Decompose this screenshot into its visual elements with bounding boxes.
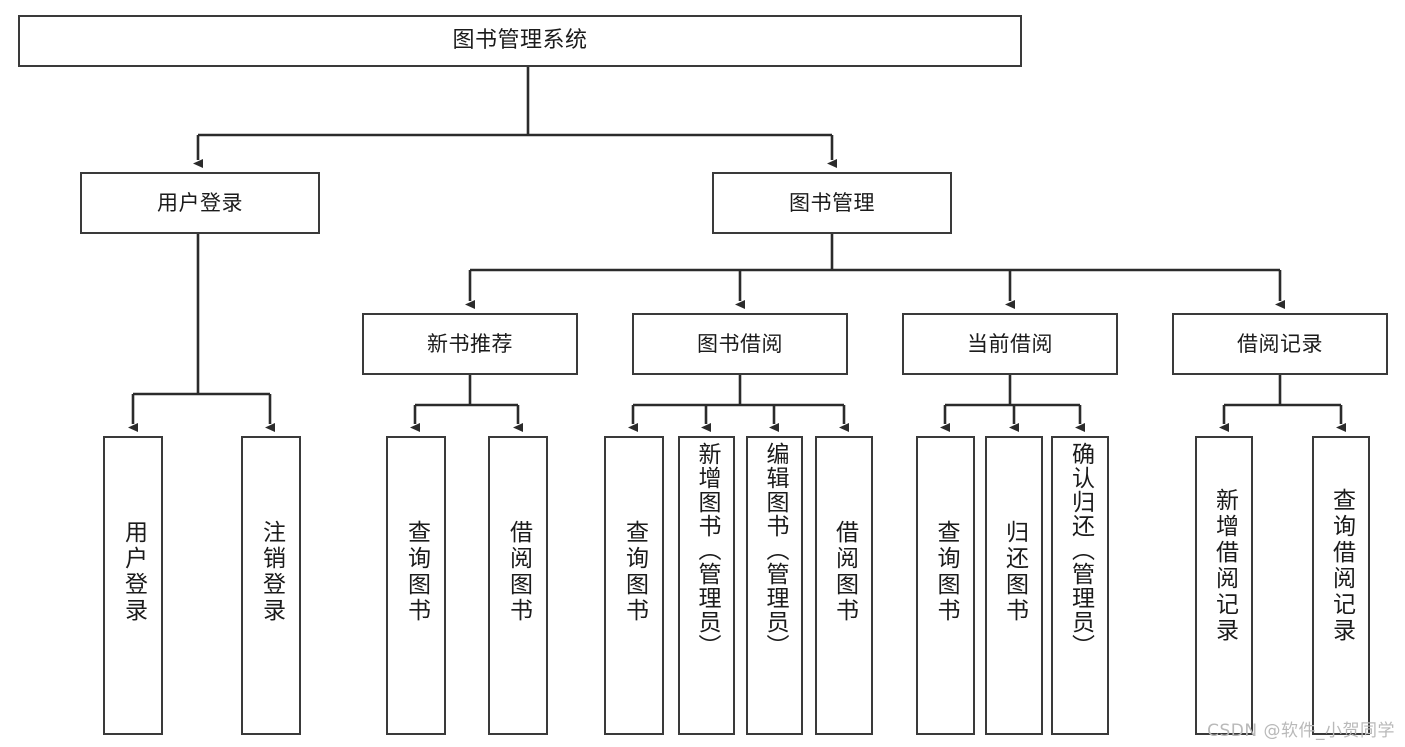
leaf-query-book-1[interactable]: 查询图书 — [386, 436, 446, 735]
leaf-confirm-return-admin[interactable]: 确认归还（管理员） — [1051, 436, 1109, 735]
node-label: 新增借阅记录 — [1211, 488, 1238, 644]
node-label: 查询图书 — [403, 520, 430, 624]
node-current-borrow[interactable]: 当前借阅 — [902, 313, 1118, 375]
leaf-add-borrow-record[interactable]: 新增借阅记录 — [1195, 436, 1253, 735]
node-label: 查询借阅记录 — [1328, 488, 1355, 644]
leaf-query-book-3[interactable]: 查询图书 — [916, 436, 975, 735]
node-label: 新书推荐 — [427, 331, 513, 356]
node-label: 借阅记录 — [1237, 331, 1323, 356]
leaf-borrow-book-2[interactable]: 借阅图书 — [815, 436, 873, 735]
leaf-edit-book-admin[interactable]: 编辑图书（管理员） — [746, 436, 803, 735]
leaf-return-book[interactable]: 归还图书 — [985, 436, 1043, 735]
node-label: 编辑图书（管理员） — [762, 442, 788, 658]
node-new-book-recommend[interactable]: 新书推荐 — [362, 313, 578, 375]
node-label: 图书借阅 — [697, 331, 783, 356]
node-system-root[interactable]: 图书管理系统 — [18, 15, 1022, 67]
node-user-login[interactable]: 用户登录 — [80, 172, 320, 234]
node-label: 图书管理系统 — [452, 28, 588, 54]
leaf-borrow-book-1[interactable]: 借阅图书 — [488, 436, 548, 735]
node-book-manage[interactable]: 图书管理 — [712, 172, 952, 234]
node-label: 借阅图书 — [505, 520, 532, 624]
node-label: 用户登录 — [157, 190, 243, 215]
node-label: 确认归还（管理员） — [1067, 442, 1094, 658]
node-book-borrow[interactable]: 图书借阅 — [632, 313, 848, 375]
leaf-query-book-2[interactable]: 查询图书 — [604, 436, 664, 735]
leaf-user-login[interactable]: 用户登录 — [103, 436, 163, 735]
csdn-watermark: CSDN @软件_小贺同学 — [1207, 721, 1395, 741]
node-label: 新增图书（管理员） — [694, 442, 720, 658]
node-label: 用户登录 — [120, 520, 147, 624]
node-borrow-record[interactable]: 借阅记录 — [1172, 313, 1388, 375]
node-label: 图书管理 — [789, 190, 875, 215]
leaf-logout-login[interactable]: 注销登录 — [241, 436, 301, 735]
node-label: 当前借阅 — [967, 331, 1053, 356]
leaf-query-borrow-record[interactable]: 查询借阅记录 — [1312, 436, 1370, 735]
node-label: 查询图书 — [933, 520, 959, 624]
node-label: 查询图书 — [621, 520, 648, 624]
node-label: 借阅图书 — [831, 520, 858, 624]
leaf-add-book-admin[interactable]: 新增图书（管理员） — [678, 436, 735, 735]
node-label: 归还图书 — [1001, 520, 1028, 624]
node-label: 注销登录 — [258, 520, 285, 624]
